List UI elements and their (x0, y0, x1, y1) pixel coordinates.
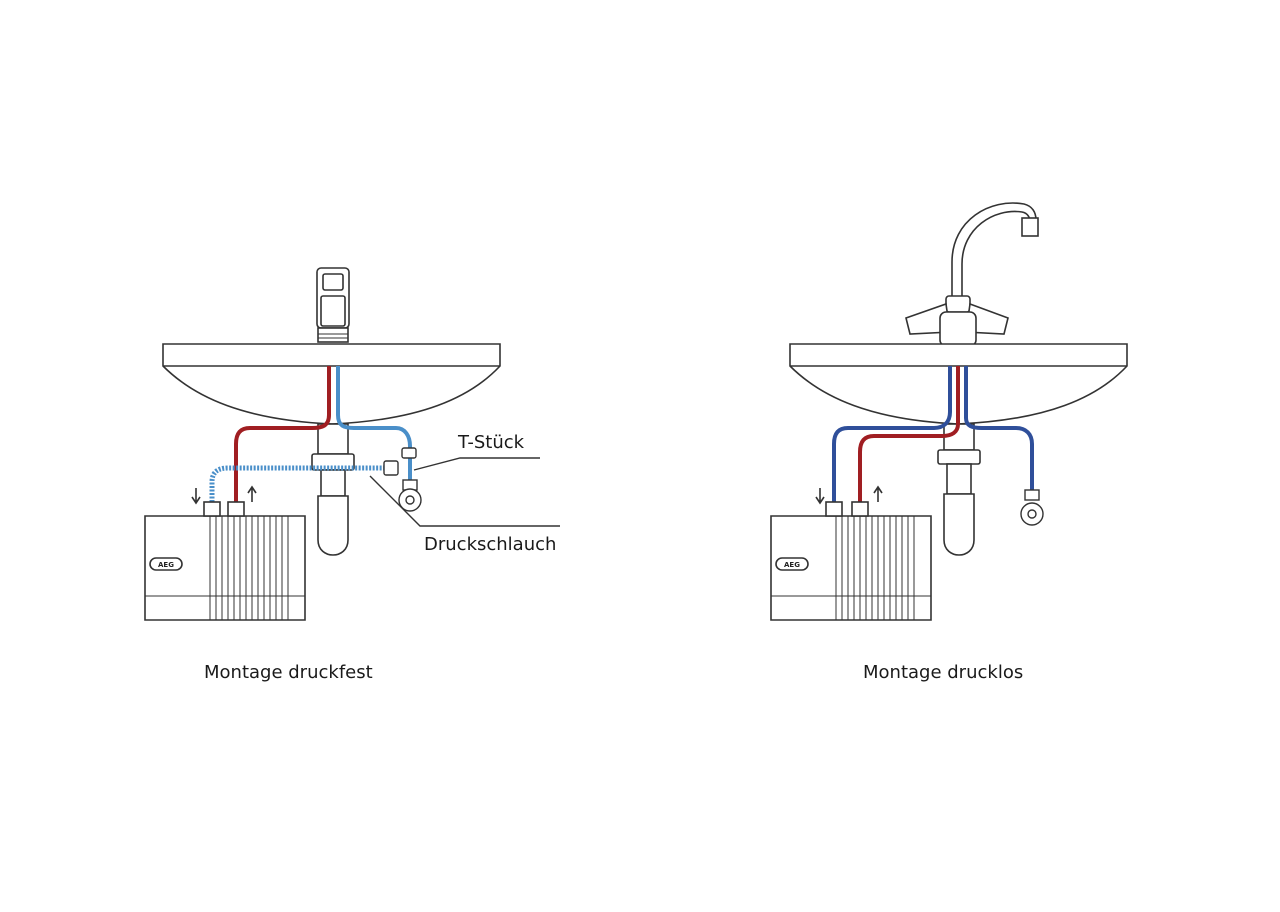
heater-brand-logo: AEG (158, 561, 174, 569)
heater-brand-logo: AEG (784, 561, 800, 569)
callout-pressure-hose: Druckschlauch (424, 534, 557, 555)
t-piece (383, 447, 417, 476)
angle-valve (1020, 489, 1044, 526)
caption-pressure-resistant: Montage druckfest (204, 662, 373, 683)
swivel-spout (951, 202, 1039, 300)
drain-siphon (311, 423, 355, 556)
hot-water-pipe (234, 366, 331, 502)
callout-t-piece: T-Stück (458, 432, 525, 453)
hot-water-pipe (858, 366, 960, 502)
diagram-pressureless: AEG (770, 202, 1128, 621)
caption-pressureless: Montage drucklos (863, 662, 1024, 683)
cold-water-pipe-to-faucet (336, 366, 412, 490)
angle-valve (398, 479, 422, 512)
cold-water-outlet-pipe (832, 366, 952, 502)
diagram-pressure-resistant: AEG (144, 267, 560, 621)
instant-water-heater (144, 485, 306, 621)
drain-siphon (937, 423, 981, 556)
cold-water-supply-pipe (964, 366, 1034, 492)
single-lever-faucet (316, 267, 350, 343)
wash-basin (162, 343, 501, 425)
callout-leaders (369, 457, 560, 527)
pressure-hose (209, 465, 392, 502)
instant-water-heater (770, 485, 932, 621)
